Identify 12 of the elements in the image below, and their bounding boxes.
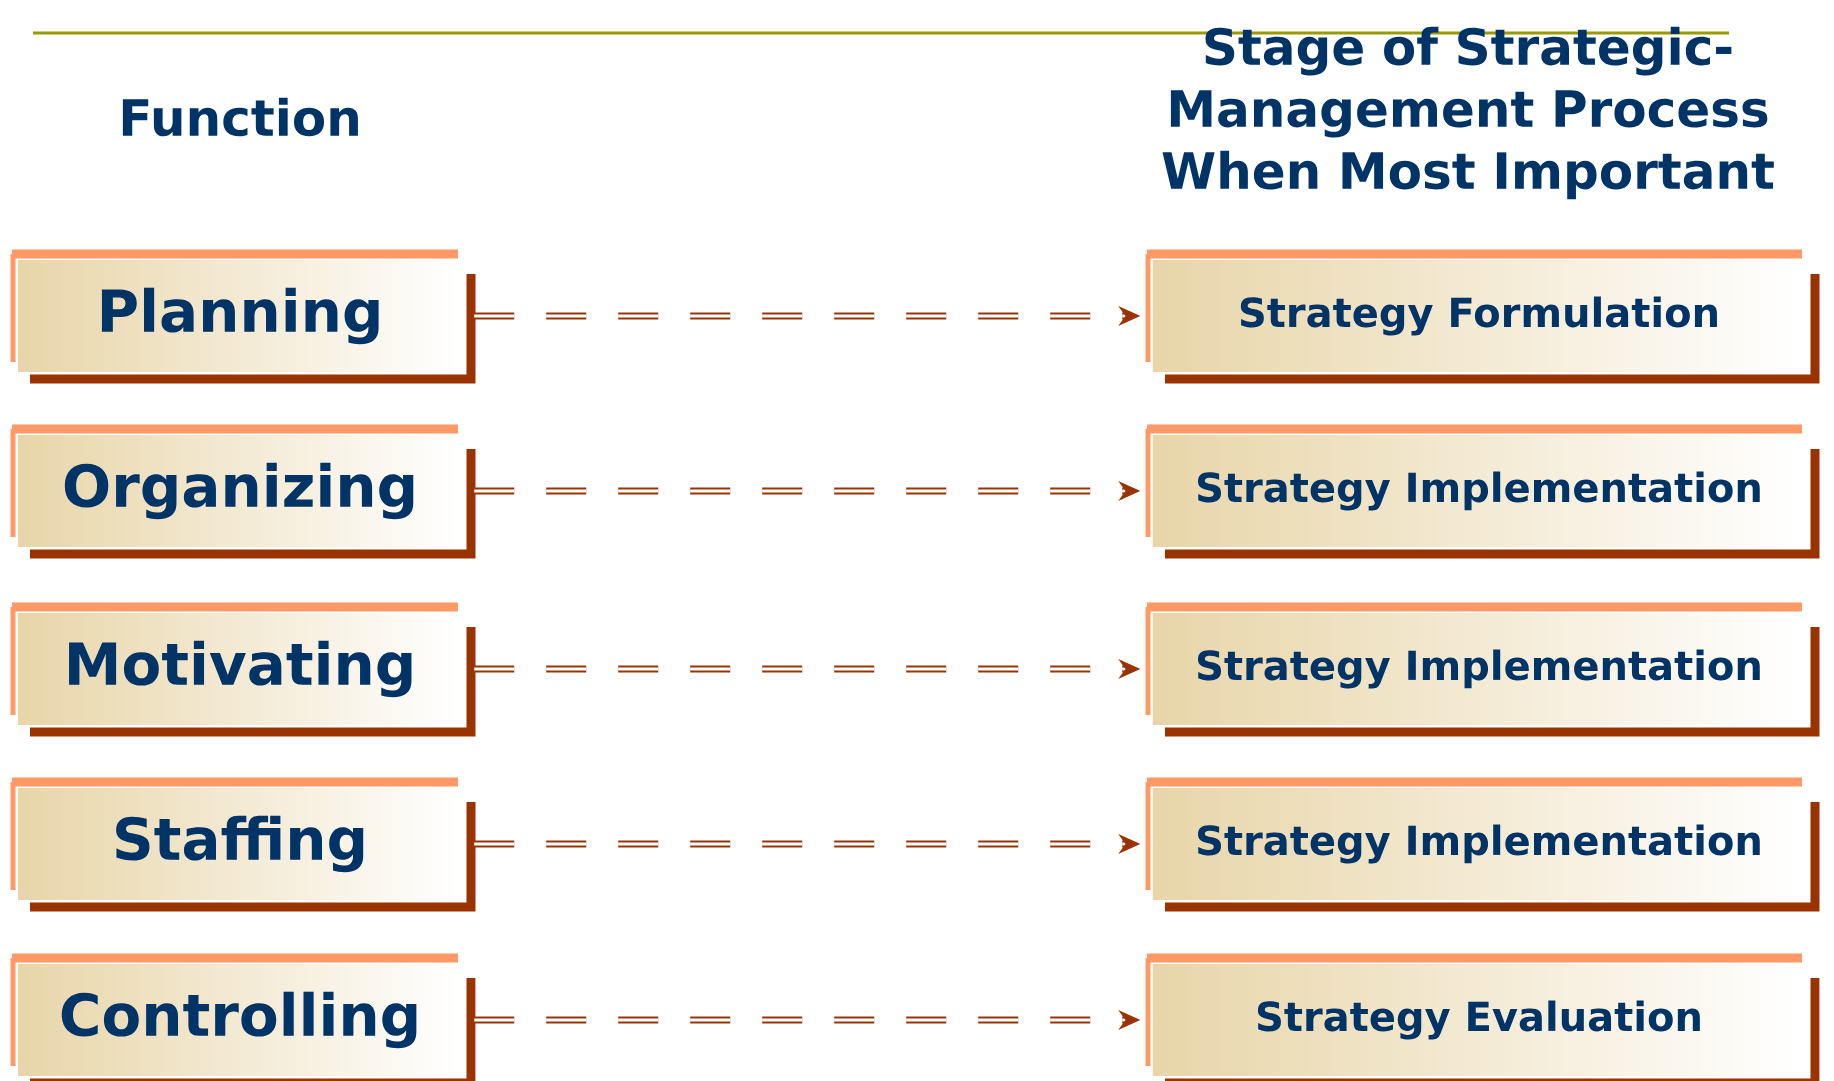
stage-box: Strategy Evaluation <box>1145 953 1820 1081</box>
function-box: Controlling <box>10 953 476 1081</box>
column-heading: Stage of Strategic-Management Process When Most Important <box>1162 26 1774 200</box>
stage-box: Strategy Implementation <box>1145 602 1820 737</box>
function-box: Planning <box>10 249 476 384</box>
function-box: Staffing <box>10 777 476 912</box>
stage-box: Strategy Implementation <box>1145 424 1820 559</box>
function-box: Motivating <box>10 602 476 737</box>
column-heading: Function <box>122 97 358 137</box>
function-box: Organizing <box>10 424 476 559</box>
stage-box: Strategy Formulation <box>1145 249 1820 384</box>
stage-box: Strategy Implementation <box>1145 777 1820 912</box>
